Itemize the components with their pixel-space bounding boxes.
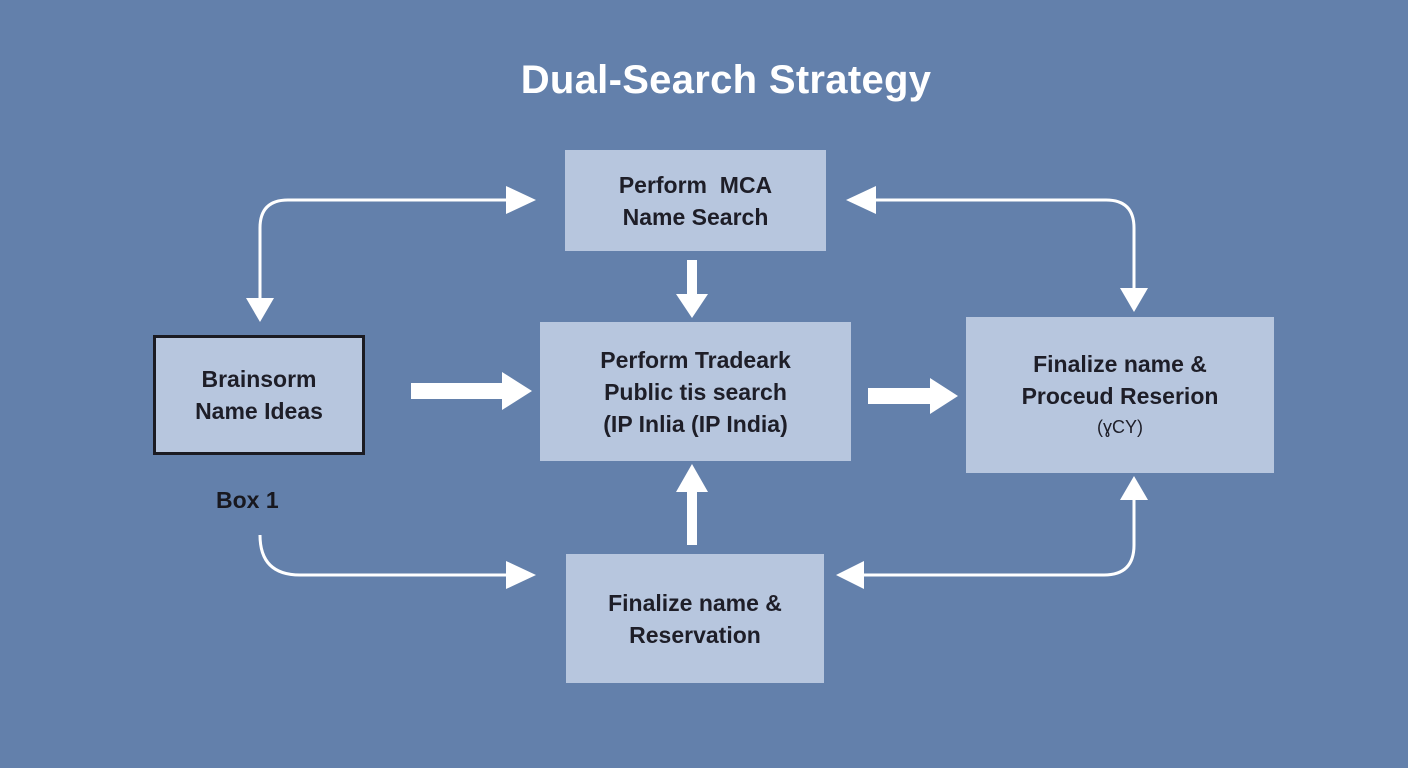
mca-search-box: Perform MCA Name Search — [565, 150, 826, 251]
finalize-reservation-box: Finalize name & Reservation — [566, 554, 824, 683]
diagram-title: Dual-Search Strategy — [520, 58, 932, 102]
finalize-proceed-label-line3: (ɣCY) — [1096, 417, 1143, 437]
arrowhead-to-mca-right — [846, 186, 876, 214]
box-caption: Box 1 — [216, 487, 279, 513]
arrow-mca-to-trademark — [676, 260, 708, 318]
arrow-path-brainstorm-mca — [258, 198, 510, 300]
arrow-path-caption-reservation — [258, 534, 510, 577]
mca-label-line1: Perform MCA — [618, 171, 773, 198]
arrowhead-to-reservation-right — [836, 561, 864, 589]
arrowhead-to-reservation-left — [506, 561, 536, 589]
finalize-proceed-box: Finalize name & Proceud Reserion (ɣCY) — [966, 317, 1274, 473]
trademark-search-box: Perform Tradeark Public tis search (IP I… — [540, 322, 851, 461]
thick-arrow-brainstorm-trademark — [411, 372, 532, 410]
arrow-path-proceed-reservation — [862, 500, 1136, 577]
arrowhead-to-proceed-top — [1120, 288, 1148, 312]
arrowhead-to-mca-left — [506, 186, 536, 214]
trademark-label-line3: (IP Inlia (IP India) — [603, 410, 788, 437]
finalize-proceed-label-line1: Finalize name & — [1033, 351, 1207, 377]
trademark-label-line1: Perform Tradeark — [600, 346, 791, 373]
finalize-reservation-label-line2: Reservation — [629, 621, 761, 648]
arrowhead-to-brainstorm — [246, 298, 274, 322]
thick-arrow-trademark-proceed — [868, 378, 958, 414]
brainstorm-label-line2: Name Ideas — [195, 398, 323, 424]
brainstorm-label-line1: Brainsorm — [201, 366, 317, 392]
finalize-reservation-label-line1: Finalize name & — [608, 589, 782, 616]
trademark-label-line2: Public tis search — [604, 378, 787, 405]
arrow-path-mca-proceed — [870, 198, 1136, 290]
brainstorm-box: Brainsorm Name Ideas — [153, 335, 365, 455]
arrow-reservation-to-trademark — [676, 464, 708, 545]
mca-label-line2: Name Search — [622, 203, 769, 230]
arrowhead-to-proceed-bottom — [1120, 476, 1148, 500]
finalize-proceed-label-line2: Proceud Reserion — [1021, 383, 1219, 409]
